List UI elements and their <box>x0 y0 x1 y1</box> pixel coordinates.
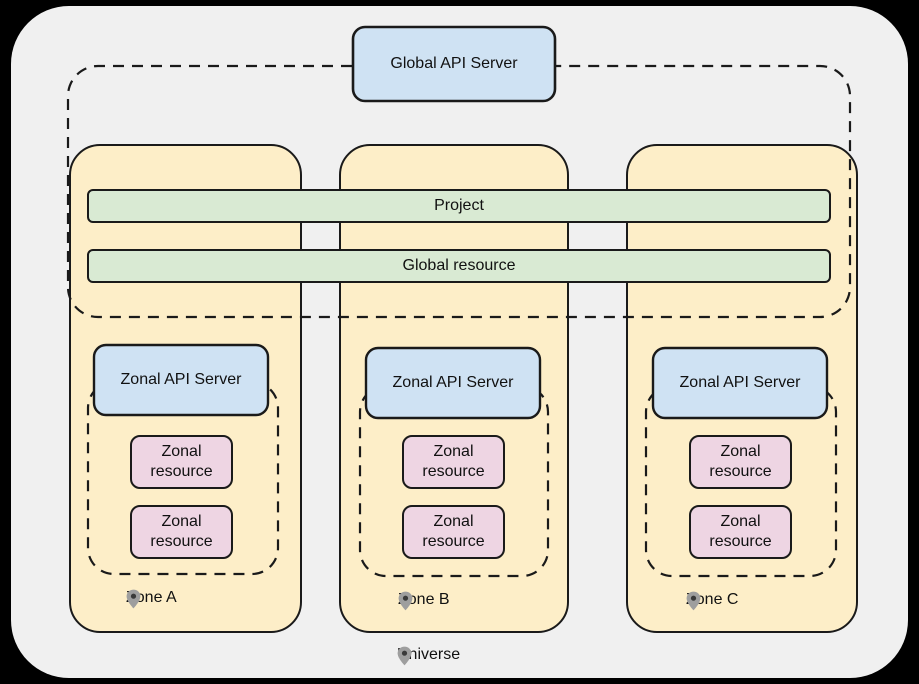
map-pin-icon <box>397 646 412 666</box>
universe-label: Universe <box>397 646 461 666</box>
global-api-server-box <box>351 25 557 103</box>
zone-b-api-server-box <box>364 346 542 420</box>
zone-b-label: Zone B <box>398 591 450 611</box>
map-pin-icon <box>686 591 701 611</box>
zone-a-inner-boundary <box>86 380 280 576</box>
zone-a-api-server-box <box>92 343 270 417</box>
zone-c-api-server-box <box>651 346 829 420</box>
global-bar-global-resource <box>87 249 831 283</box>
zone-a-resource-1-box <box>130 435 233 489</box>
zone-c-inner-boundary <box>644 384 838 578</box>
universe-label-text: Universe <box>397 646 461 663</box>
global-bar-project <box>87 189 831 223</box>
zone-c-label: Zone C <box>686 591 738 611</box>
zone-b-resource-2-box <box>402 505 505 559</box>
map-pin-icon <box>126 589 141 609</box>
zone-a-label: Zone A <box>126 589 177 609</box>
map-pin-icon <box>398 591 413 611</box>
zone-a-resource-2-box <box>130 505 233 559</box>
global-boundary-path <box>66 64 852 319</box>
zone-b-resource-1-box <box>402 435 505 489</box>
zone-b-inner-boundary <box>358 384 550 578</box>
zone-c-resource-1-box <box>689 435 792 489</box>
zone-c-resource-2-box <box>689 505 792 559</box>
